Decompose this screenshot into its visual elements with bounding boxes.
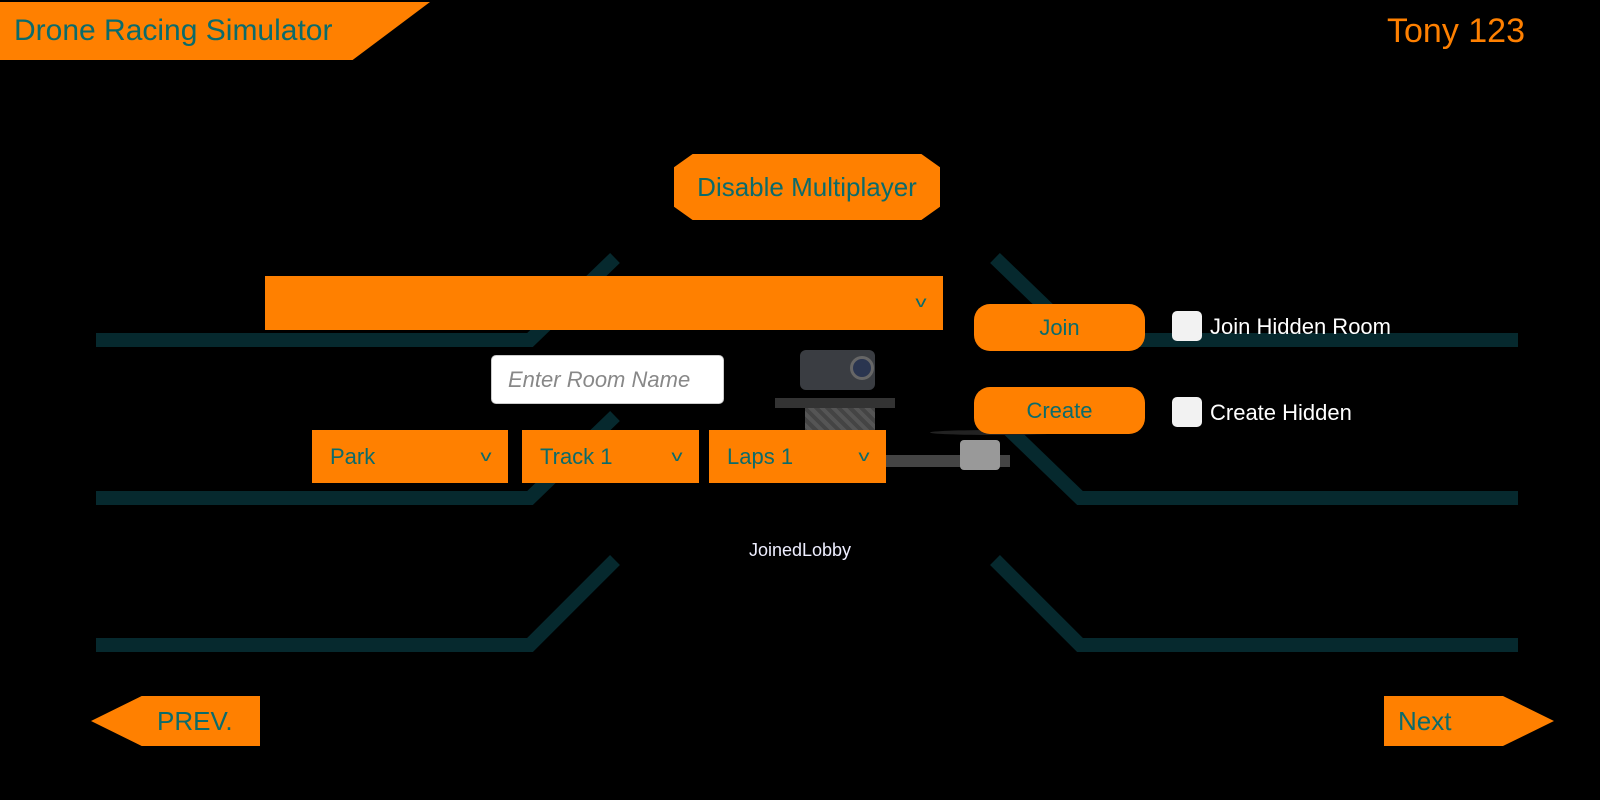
prev-button[interactable]: PREV.	[91, 696, 260, 746]
laps-dropdown[interactable]: Laps 1 v	[709, 430, 886, 483]
chevron-down-icon: v	[671, 447, 683, 465]
join-hidden-label: Join Hidden Room	[1210, 314, 1391, 339]
connection-status: JoinedLobby	[748, 540, 852, 560]
chevron-down-icon: v	[915, 294, 927, 311]
create-hidden-checkbox[interactable]	[1172, 397, 1202, 427]
create-button[interactable]: Create	[974, 387, 1145, 434]
track-value: Track 1	[540, 443, 613, 469]
room-name-input[interactable]: Enter Room Name	[491, 355, 724, 404]
prev-label: PREV.	[157, 705, 233, 736]
next-label: Next	[1398, 705, 1452, 736]
location-dropdown[interactable]: Park v	[312, 430, 508, 483]
location-value: Park	[330, 443, 376, 469]
laps-value: Laps 1	[727, 443, 794, 469]
chevron-down-icon: v	[858, 447, 870, 465]
room-list-dropdown[interactable]: v	[265, 276, 943, 330]
disable-multiplayer-button[interactable]: Disable Multiplayer	[674, 154, 940, 220]
join-button[interactable]: Join	[974, 304, 1145, 351]
chevron-down-icon: v	[480, 447, 492, 465]
create-hidden-label: Create Hidden	[1210, 400, 1352, 425]
username: Tony 123	[1387, 12, 1525, 50]
join-hidden-checkbox[interactable]	[1172, 311, 1202, 341]
track-dropdown[interactable]: Track 1 v	[522, 430, 699, 483]
app-title: Drone Racing Simulator	[0, 2, 430, 60]
